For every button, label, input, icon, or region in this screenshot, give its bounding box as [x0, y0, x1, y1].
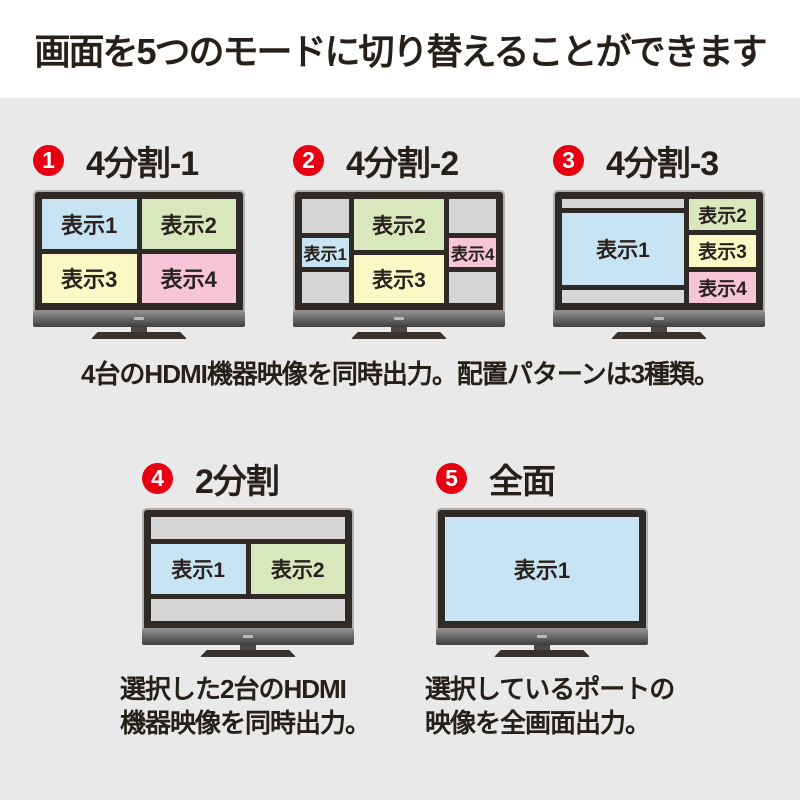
tv-stand-neck — [534, 645, 550, 650]
mode-label-quad-3: 3 4分割-3 — [553, 140, 765, 183]
tv-stand-neck — [131, 327, 147, 332]
tv-stand-base — [200, 650, 296, 657]
tv-stand-neck — [391, 327, 407, 332]
display-cell-1: 表示1 — [302, 237, 349, 267]
caption-full-mode: 選択しているポートの 映像を全画面出力。 — [425, 672, 675, 740]
caption-dual-line1: 選択した2台のHDMI — [120, 674, 347, 704]
tv-illustration-dual: 表示1 表示2 — [142, 508, 354, 657]
tv-bezel: 表示1 表示2 表示3 表示4 — [553, 190, 765, 312]
tv-stand-neck — [651, 327, 667, 332]
tv-stand-base — [351, 332, 447, 339]
caption-full-line2: 映像を全画面出力。 — [425, 708, 651, 738]
tv-screen-quad-1: 表示1 表示2 表示3 表示4 — [42, 199, 236, 303]
page-title: 画面を5つのモードに切り替えることができます — [34, 31, 768, 72]
tv-led-icon — [243, 635, 253, 638]
display-cell-2: 表示2 — [141, 199, 236, 249]
mode-label-full: 5 全面 — [436, 458, 648, 501]
display-cell-4: 表示4 — [141, 253, 236, 303]
mode-name-quad-2: 4分割-2 — [346, 144, 459, 183]
display-cell-4: 表示4 — [449, 237, 496, 267]
display-cell-3: 表示3 — [353, 255, 445, 303]
inactive-cell — [449, 199, 496, 233]
mode-label-dual: 4 2分割 — [142, 458, 354, 501]
tv-bezel: 表示1 表示2 表示3 表示4 — [293, 190, 505, 312]
tv-chin — [553, 312, 765, 327]
tv-stand-neck — [240, 645, 256, 650]
mode-group-quad-2: 2 4分割-2 表示1 表示2 表示3 表示4 — [293, 140, 505, 339]
inactive-cell — [449, 271, 496, 303]
tv-bezel: 表示1 表示2 表示3 表示4 — [33, 190, 245, 312]
mode-name-full: 全面 — [489, 462, 556, 501]
tv-screen-full: 表示1 — [445, 517, 639, 621]
mode-name-quad-3: 4分割-3 — [606, 144, 719, 183]
mode-group-quad-3: 3 4分割-3 表示1 表示2 表示3 表示4 — [553, 140, 765, 339]
mode-group-quad-1: 1 4分割-1 表示1 表示2 表示3 表示4 — [33, 140, 245, 339]
number-badge-1-icon: 1 — [33, 144, 64, 176]
display-cell-3: 表示3 — [689, 235, 756, 267]
display-cell-2: 表示2 — [689, 199, 756, 231]
inactive-cell — [302, 199, 349, 233]
inactive-cell — [302, 271, 349, 303]
screen-right-column: 表示4 — [449, 199, 496, 303]
screen-left-column: 表示1 — [562, 199, 684, 303]
number-badge-3-icon: 3 — [553, 144, 584, 176]
mode-name-dual: 2分割 — [195, 462, 280, 501]
tv-screen-quad-3: 表示1 表示2 表示3 表示4 — [562, 199, 756, 303]
screen-middle-row: 表示1 表示2 — [151, 543, 345, 595]
tv-screen-quad-2: 表示1 表示2 表示3 表示4 — [302, 199, 496, 303]
tv-illustration-quad-3: 表示1 表示2 表示3 表示4 — [553, 190, 765, 339]
mode-label-quad-2: 2 4分割-2 — [293, 140, 505, 183]
tv-stand-base — [494, 650, 590, 657]
tv-bezel: 表示1 表示2 — [142, 508, 354, 630]
inactive-strip — [562, 199, 684, 208]
tv-led-icon — [654, 317, 664, 320]
header-bar: 画面を5つのモードに切り替えることができます — [0, 0, 800, 98]
caption-full-line1: 選択しているポートの — [425, 674, 675, 704]
tv-screen-dual: 表示1 表示2 — [151, 517, 345, 622]
tv-stand-base — [611, 332, 707, 339]
mode-group-full: 5 全面 表示1 — [436, 458, 648, 657]
caption-dual-line2: 機器映像を同時出力。 — [120, 708, 371, 738]
tv-illustration-full: 表示1 — [436, 508, 648, 657]
display-cell-2: 表示2 — [250, 543, 345, 595]
inactive-strip — [562, 289, 684, 303]
mode-label-quad-1: 1 4分割-1 — [33, 140, 245, 183]
display-cell-1: 表示1 — [151, 543, 246, 595]
tv-led-icon — [537, 635, 547, 638]
caption-quad-modes: 4台のHDMI機器映像を同時出力。配置パターンは3種類。 — [80, 359, 720, 389]
inactive-strip — [151, 599, 345, 622]
tv-led-icon — [394, 317, 404, 320]
screen-left-column: 表示1 — [302, 199, 349, 303]
tv-chin — [142, 630, 354, 645]
tv-chin — [436, 630, 648, 645]
tv-illustration-quad-2: 表示1 表示2 表示3 表示4 — [293, 190, 505, 339]
mode-name-quad-1: 4分割-1 — [86, 144, 199, 183]
caption-dual-mode: 選択した2台のHDMI 機器映像を同時出力。 — [120, 672, 371, 740]
display-cell-1: 表示1 — [445, 517, 639, 621]
tv-stand-base — [91, 332, 187, 339]
tv-bezel: 表示1 — [436, 508, 648, 630]
tv-chin — [293, 312, 505, 327]
tv-illustration-quad-1: 表示1 表示2 表示3 表示4 — [33, 190, 245, 339]
number-badge-4-icon: 4 — [142, 462, 173, 494]
display-cell-3: 表示3 — [42, 253, 137, 303]
number-badge-2-icon: 2 — [293, 144, 324, 176]
mode-group-dual: 4 2分割 表示1 表示2 — [142, 458, 354, 657]
number-badge-5-icon: 5 — [436, 462, 467, 494]
tv-chin — [33, 312, 245, 327]
inactive-strip — [151, 517, 345, 539]
screen-right-column: 表示2 表示3 表示4 — [689, 199, 756, 303]
screen-center-column: 表示2 表示3 — [353, 199, 445, 303]
display-cell-4: 表示4 — [689, 271, 756, 303]
display-cell-2: 表示2 — [353, 199, 445, 251]
tv-led-icon — [134, 317, 144, 320]
display-cell-1: 表示1 — [562, 212, 684, 285]
display-cell-1: 表示1 — [42, 199, 137, 249]
